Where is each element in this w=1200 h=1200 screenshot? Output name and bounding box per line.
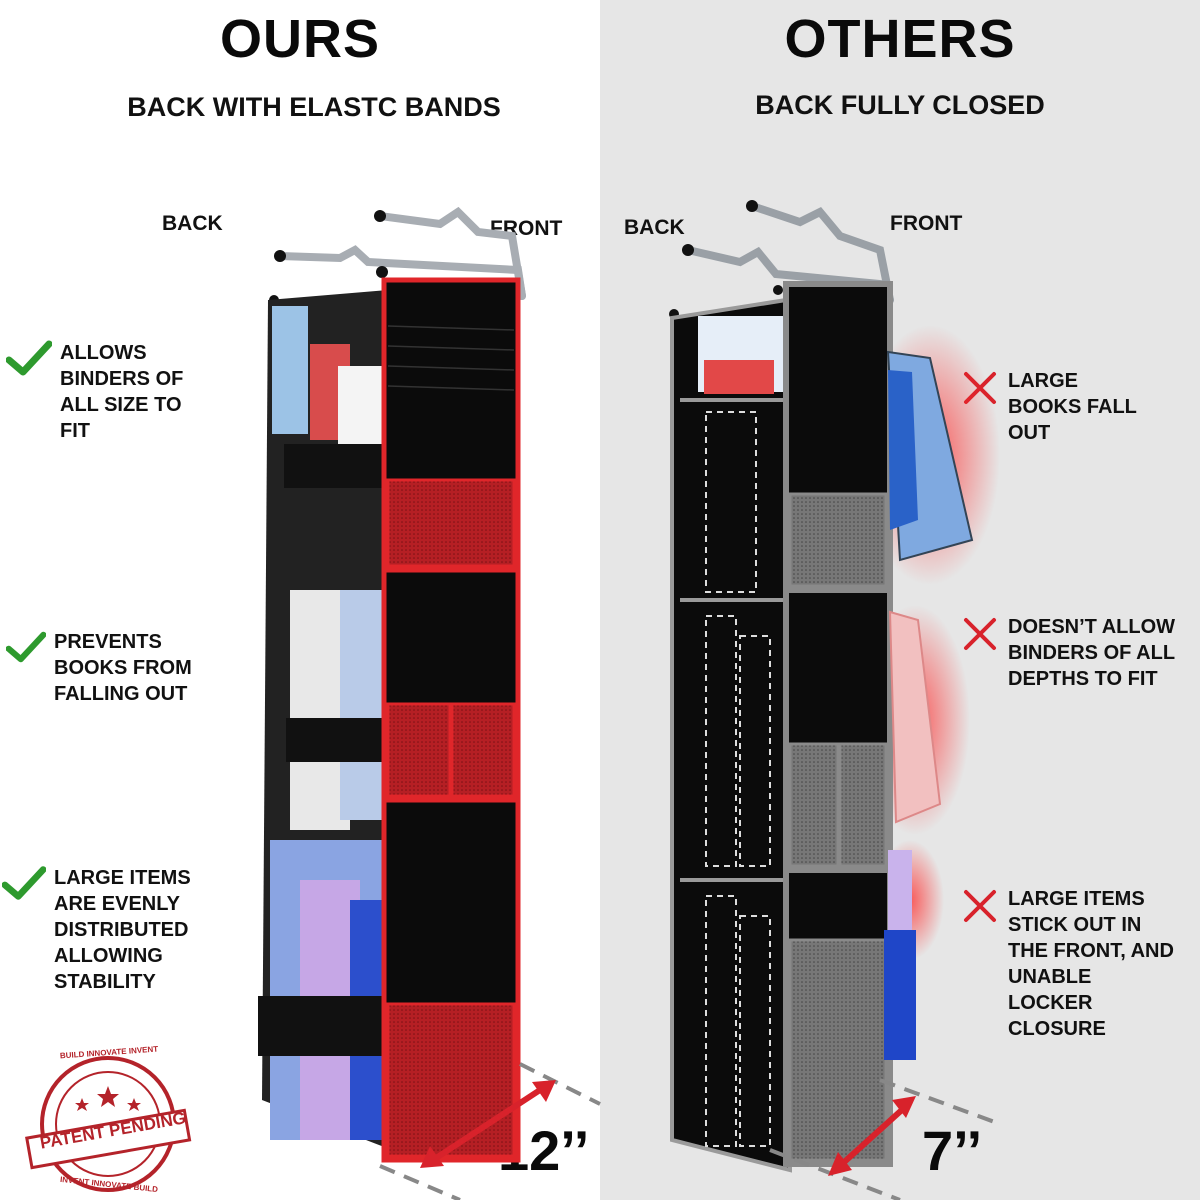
others-feature-3-text: LARGE ITEMS STICK OUT IN THE FRONT, AND … (1008, 888, 1174, 1040)
others-dimension: 7’’ (922, 1119, 983, 1182)
ours-feature-2-text: PREVENTS BOOKS FROM FALLING OUT (54, 631, 192, 705)
ours-feature-3-text: LARGE ITEMS ARE EVENLY DISTRIBUTED ALLOW… (54, 867, 191, 993)
check-icon (6, 340, 52, 376)
check-icon (6, 631, 46, 663)
ours-feature-1-text: ALLOWS BINDERS OF ALL SIZE TO FIT (60, 342, 184, 442)
others-feature-1-text: LARGE BOOKS FALL OUT (1008, 370, 1137, 444)
double-arrow-icon (420, 1080, 556, 1168)
patent-pending-stamp: PATENT PENDING BUILD INNOVATE INVENT INV… (18, 1045, 198, 1196)
others-title: OTHERS (784, 9, 1016, 69)
ours-title: OURS (219, 9, 380, 69)
others-front-label: FRONT (890, 212, 963, 235)
others-organizer (669, 200, 1001, 1200)
others-feature-2: DOESN’T ALLOW BINDERS OF ALL DEPTHS TO F… (960, 614, 1200, 692)
others-back-label: BACK (624, 216, 685, 239)
ours-organizer (258, 206, 601, 1200)
double-arrow-icon (828, 1096, 916, 1176)
others-feature-3: LARGE ITEMS STICK OUT IN THE FRONT, AND … (960, 886, 1190, 1042)
others-subtitle: BACK FULLY CLOSED (755, 90, 1045, 120)
ours-subtitle: BACK WITH ELASTC BANDS (127, 92, 501, 122)
cross-icon (964, 890, 996, 922)
others-feature-2-text: DOESN’T ALLOW BINDERS OF ALL DEPTHS TO F… (1008, 616, 1176, 690)
ours-back-label: BACK (162, 212, 223, 235)
ours-feature-3: LARGE ITEMS ARE EVENLY DISTRIBUTED ALLOW… (2, 865, 222, 995)
ours-feature-1: ALLOWS BINDERS OF ALL SIZE TO FIT (6, 340, 216, 444)
ours-feature-2: PREVENTS BOOKS FROM FALLING OUT (6, 629, 226, 707)
cross-icon (964, 618, 996, 650)
check-icon (2, 866, 46, 900)
